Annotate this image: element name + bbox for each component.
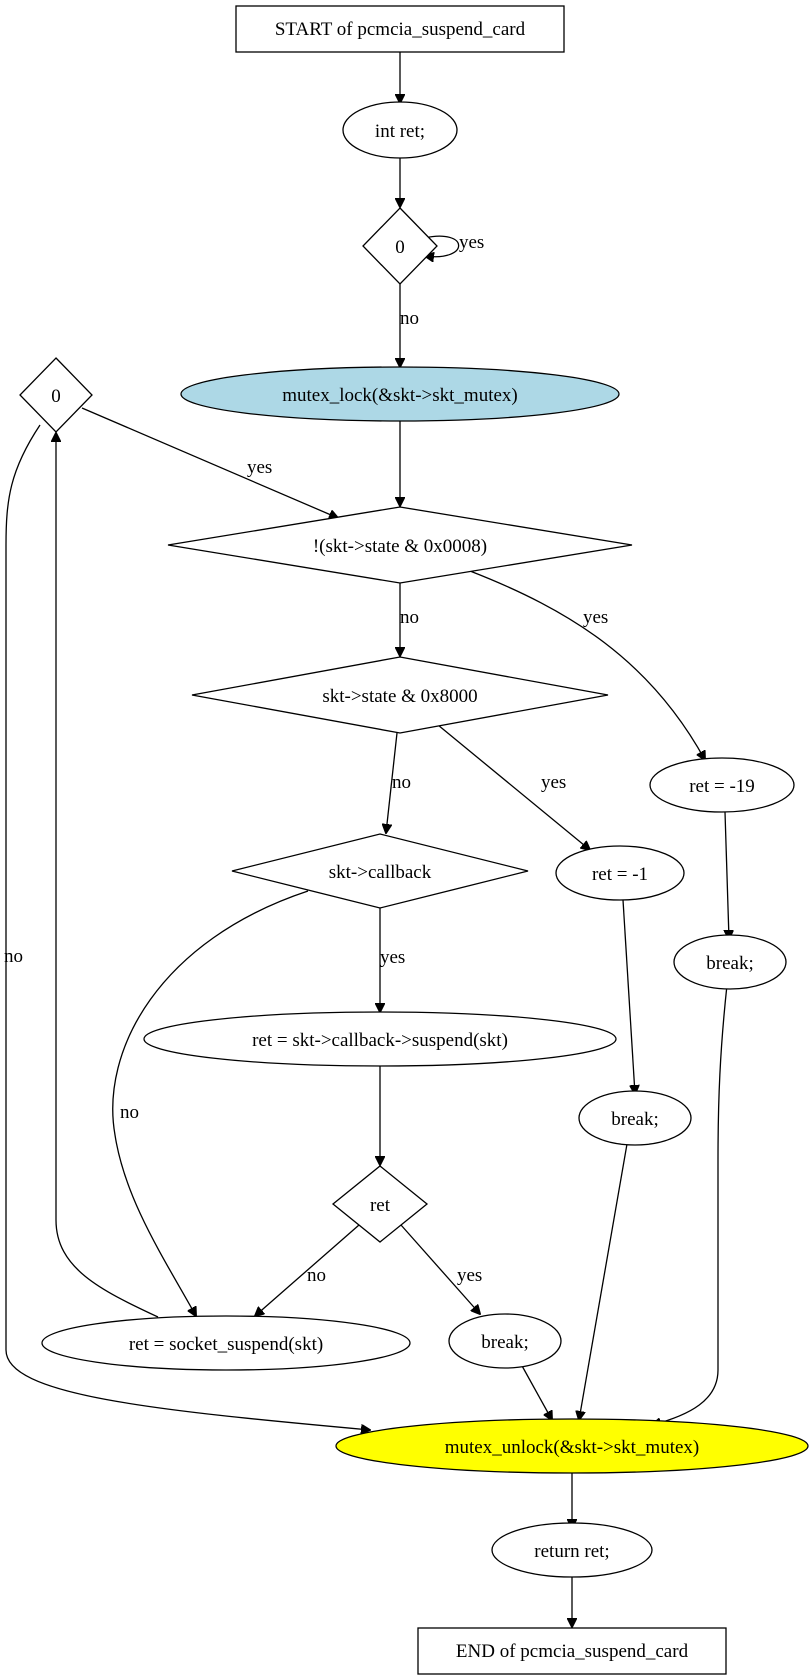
edge-break1-unlock <box>652 984 728 1425</box>
edge-label-no-top: no <box>400 308 419 329</box>
edge-break2-unlock <box>579 1143 628 1420</box>
node-return-ret: return ret; <box>491 1522 653 1578</box>
edge-label-no-callback: no <box>120 1102 139 1123</box>
node-cond-ret-label: ret <box>370 1195 391 1216</box>
node-int-ret: int ret; <box>342 101 458 159</box>
edge-callback-no <box>112 890 309 1316</box>
edge-condret-yes <box>400 1224 480 1314</box>
edge-state8000-no <box>386 732 398 833</box>
node-mutex-lock-label: mutex_lock(&skt->skt_mutex) <box>282 385 518 406</box>
node-cond-ret: ret <box>331 1165 429 1243</box>
node-mutex-unlock-label: mutex_unlock(&skt->skt_mutex) <box>445 1437 700 1458</box>
node-cond0-top: 0 <box>362 207 438 285</box>
edge-state8-yes <box>469 570 705 760</box>
node-ret-callback: ret = skt->callback->suspend(skt) <box>143 1011 617 1067</box>
node-ret-m19-label: ret = -19 <box>689 776 755 797</box>
node-int-ret-label: int ret; <box>375 121 425 142</box>
node-start: START of pcmcia_suspend_card <box>235 5 565 53</box>
node-cond-callback-label: skt->callback <box>329 862 432 883</box>
node-ret-m1: ret = -1 <box>555 845 685 901</box>
edge-label-yes-state8000: yes <box>541 772 566 793</box>
node-cond-callback: skt->callback <box>231 833 529 909</box>
node-ret-socket-label: ret = socket_suspend(skt) <box>129 1334 323 1355</box>
node-ret-m19: ret = -19 <box>649 757 795 813</box>
node-break1: break; <box>673 934 787 990</box>
edge-label-no-left: no <box>4 946 23 967</box>
edge-label-yes-ret: yes <box>457 1265 482 1286</box>
edge-condret-no <box>255 1224 360 1316</box>
node-break2: break; <box>578 1090 692 1146</box>
node-break1-label: break; <box>706 953 753 974</box>
node-cond0-left: 0 <box>19 357 93 433</box>
node-cond0-top-label: 0 <box>395 237 405 258</box>
node-break3: break; <box>448 1313 562 1369</box>
node-break3-label: break; <box>481 1332 528 1353</box>
edge-socket-cond0left <box>56 433 159 1318</box>
edge-label-no-state8000: no <box>392 772 411 793</box>
edge-label-yes-loop: yes <box>459 232 484 253</box>
node-cond-state8: !(skt->state & 0x0008) <box>167 506 633 584</box>
node-cond-state8000-label: skt->state & 0x8000 <box>322 686 477 707</box>
node-ret-socket: ret = socket_suspend(skt) <box>41 1315 411 1371</box>
edge-retm1-break2 <box>622 899 635 1094</box>
edge-label-yes-callback: yes <box>380 947 405 968</box>
edges: yes no yes no no yes no yes yes no <box>4 52 729 1627</box>
node-break2-label: break; <box>611 1109 658 1130</box>
node-ret-m1-label: ret = -1 <box>592 864 648 885</box>
edge-label-yes-state8: yes <box>583 607 608 628</box>
node-mutex-lock: mutex_lock(&skt->skt_mutex) <box>180 366 620 422</box>
edge-cond0left-yes <box>81 407 338 518</box>
node-ret-callback-label: ret = skt->callback->suspend(skt) <box>252 1030 508 1051</box>
edge-cond0top-yes-loop <box>424 235 460 257</box>
edge-break3-unlock <box>520 1363 552 1420</box>
edge-label-no-state8: no <box>400 607 419 628</box>
edge-state8000-yes <box>437 724 590 850</box>
edge-label-yes-left: yes <box>247 457 272 478</box>
node-cond-state8-label: !(skt->state & 0x0008) <box>313 536 487 557</box>
node-end-label: END of pcmcia_suspend_card <box>456 1641 689 1662</box>
edge-retm19-break1 <box>725 811 729 939</box>
nodes: START of pcmcia_suspend_card int ret; 0 … <box>19 5 809 1675</box>
node-cond-state8000: skt->state & 0x8000 <box>191 656 609 734</box>
edge-cond0left-no <box>5 424 370 1430</box>
node-cond0-left-label: 0 <box>51 386 61 407</box>
node-mutex-unlock: mutex_unlock(&skt->skt_mutex) <box>335 1418 809 1474</box>
node-start-label: START of pcmcia_suspend_card <box>275 19 526 40</box>
edge-label-no-ret: no <box>307 1265 326 1286</box>
node-return-ret-label: return ret; <box>534 1541 609 1562</box>
node-end: END of pcmcia_suspend_card <box>417 1627 727 1675</box>
